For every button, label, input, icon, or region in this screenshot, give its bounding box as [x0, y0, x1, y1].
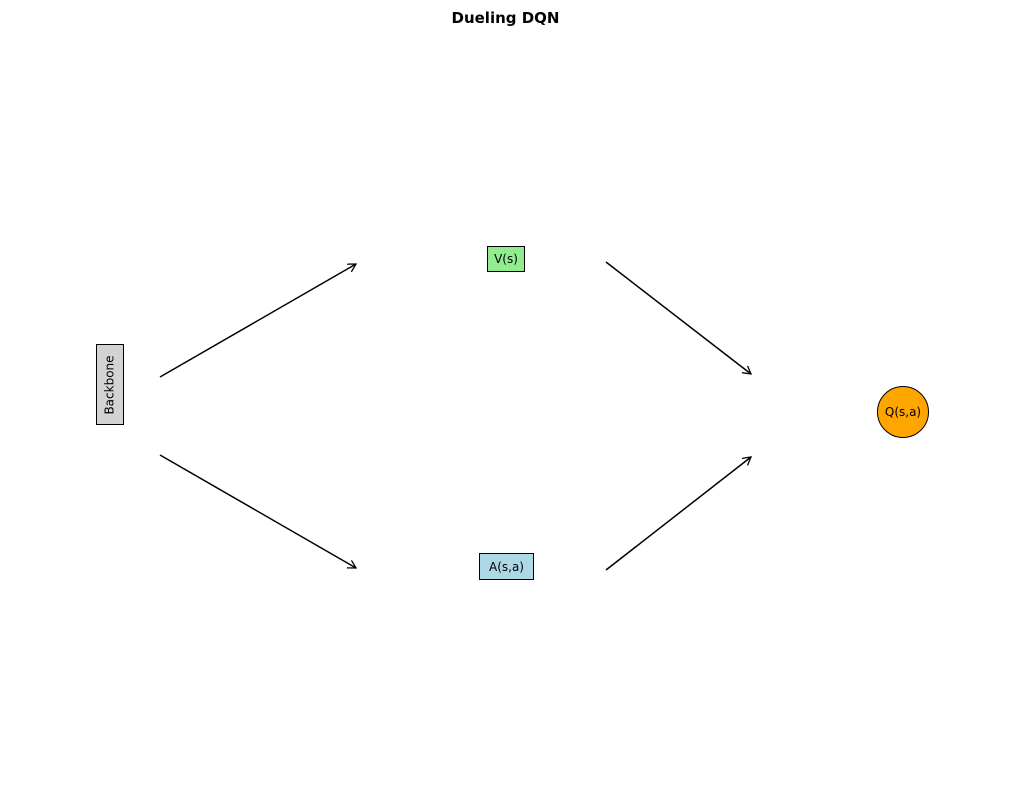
node-advantage-label: A(s,a) — [489, 559, 524, 574]
node-advantage-stream: A(s,a) — [479, 553, 534, 580]
node-backbone: Backbone — [96, 344, 124, 425]
node-q-label: Q(s,a) — [884, 405, 922, 419]
node-q-output: Q(s,a) — [877, 386, 929, 438]
arrow-backbone-to-value — [159, 264, 356, 378]
arrow-backbone-to-advantage — [159, 454, 356, 568]
diagram-title: Dueling DQN — [451, 9, 560, 27]
arrow-advantage-to-q — [605, 457, 751, 571]
node-value-label: V(s) — [494, 252, 518, 266]
arrow-value-to-q — [605, 261, 751, 374]
node-value-stream: V(s) — [487, 246, 525, 272]
node-backbone-label: Backbone — [103, 354, 117, 415]
